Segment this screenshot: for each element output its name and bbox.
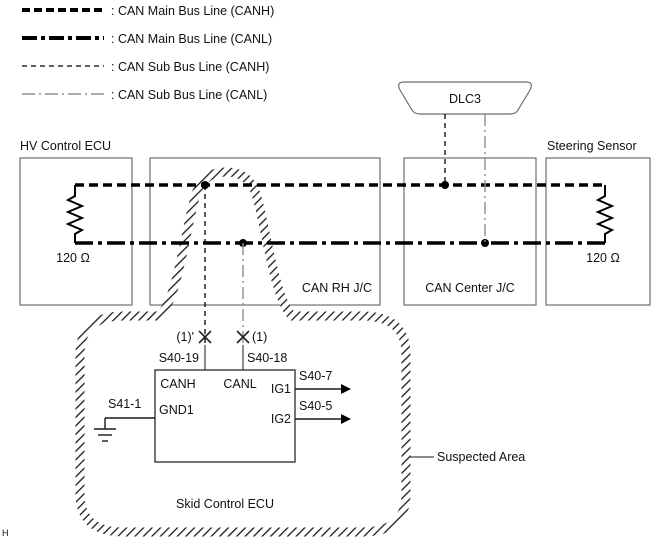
hv-control-ecu-label: HV Control ECU bbox=[20, 139, 111, 153]
terminating-resistors: 120 Ω 120 Ω bbox=[56, 185, 620, 265]
component-boxes: HV Control ECU CAN RH J/C CAN Center J/C… bbox=[19, 139, 651, 306]
ig2-connection: S40-5 bbox=[295, 399, 351, 424]
skid-control-ecu: CANH CANL GND1 IG1 IG2 S41-1 S40-7 bbox=[94, 369, 351, 511]
suspected-area-outline bbox=[75, 167, 411, 537]
main-bus-lines bbox=[75, 181, 605, 247]
connector-s41-1-label: S41-1 bbox=[108, 397, 141, 411]
junction-dot-center-canl bbox=[481, 239, 489, 247]
steering-sensor-box bbox=[545, 157, 651, 306]
ground-icon bbox=[94, 418, 116, 442]
connector-s40-5-label: S40-5 bbox=[299, 399, 332, 413]
can-rh-jc-box bbox=[149, 157, 381, 306]
can-center-jc-label: CAN Center J/C bbox=[425, 281, 515, 295]
break-point-canh-label: (1)' bbox=[176, 330, 194, 344]
legend-label-main-canl: : CAN Main Bus Line (CANL) bbox=[111, 32, 272, 46]
break-point-canl: (1) bbox=[236, 330, 267, 344]
terminal-ig2-label: IG2 bbox=[271, 412, 291, 426]
legend-label-main-canh: : CAN Main Bus Line (CANH) bbox=[111, 4, 274, 18]
corner-mark: H bbox=[2, 528, 9, 538]
ig2-arrow-icon bbox=[341, 414, 351, 424]
legend-label-sub-canl: : CAN Sub Bus Line (CANL) bbox=[111, 88, 267, 102]
break-x-stroke bbox=[236, 330, 250, 344]
suspected-area-label: Suspected Area bbox=[437, 450, 525, 464]
can-center-jc-box bbox=[403, 157, 537, 306]
skid-control-ecu-label: Skid Control ECU bbox=[176, 497, 274, 511]
resistor-right bbox=[595, 185, 615, 243]
break-x-stroke bbox=[198, 330, 212, 344]
ig1-connection: S40-7 bbox=[295, 369, 351, 394]
dlc3-shape bbox=[398, 81, 532, 115]
skid-sub-bus-lines: (1)' (1) S40-19 S40-18 bbox=[159, 185, 287, 370]
legend: : CAN Main Bus Line (CANH) : CAN Main Bu… bbox=[22, 4, 274, 102]
can-rh-jc-label: CAN RH J/C bbox=[302, 281, 372, 295]
terminal-gnd1-label: GND1 bbox=[159, 403, 194, 417]
dlc3-sub-bus-lines bbox=[444, 114, 486, 243]
break-point-canh: (1)' bbox=[176, 330, 212, 344]
suspected-area: Suspected Area bbox=[75, 167, 525, 537]
hv-control-ecu-box bbox=[19, 157, 133, 306]
dlc3-label: DLC3 bbox=[449, 92, 481, 106]
resistor-left-value: 120 Ω bbox=[56, 251, 90, 265]
connector-s40-18-label: S40-18 bbox=[247, 351, 287, 365]
break-point-canl-label: (1) bbox=[252, 330, 267, 344]
connector-s40-7-label: S40-7 bbox=[299, 369, 332, 383]
terminal-canh-label: CANH bbox=[160, 377, 195, 391]
skid-control-ecu-box bbox=[154, 369, 296, 463]
steering-sensor-label: Steering Sensor bbox=[547, 139, 637, 153]
terminal-canl-label: CANL bbox=[223, 377, 256, 391]
legend-label-sub-canh: : CAN Sub Bus Line (CANH) bbox=[111, 60, 269, 74]
ig1-arrow-icon bbox=[341, 384, 351, 394]
resistor-left bbox=[65, 185, 85, 243]
junction-dot-center-canh bbox=[441, 181, 449, 189]
connector-s40-19-label: S40-19 bbox=[159, 351, 199, 365]
ground-connection: S41-1 bbox=[94, 397, 155, 442]
terminal-ig1-label: IG1 bbox=[271, 382, 291, 396]
dlc3-connector: DLC3 bbox=[398, 81, 532, 115]
resistor-right-value: 120 Ω bbox=[586, 251, 620, 265]
